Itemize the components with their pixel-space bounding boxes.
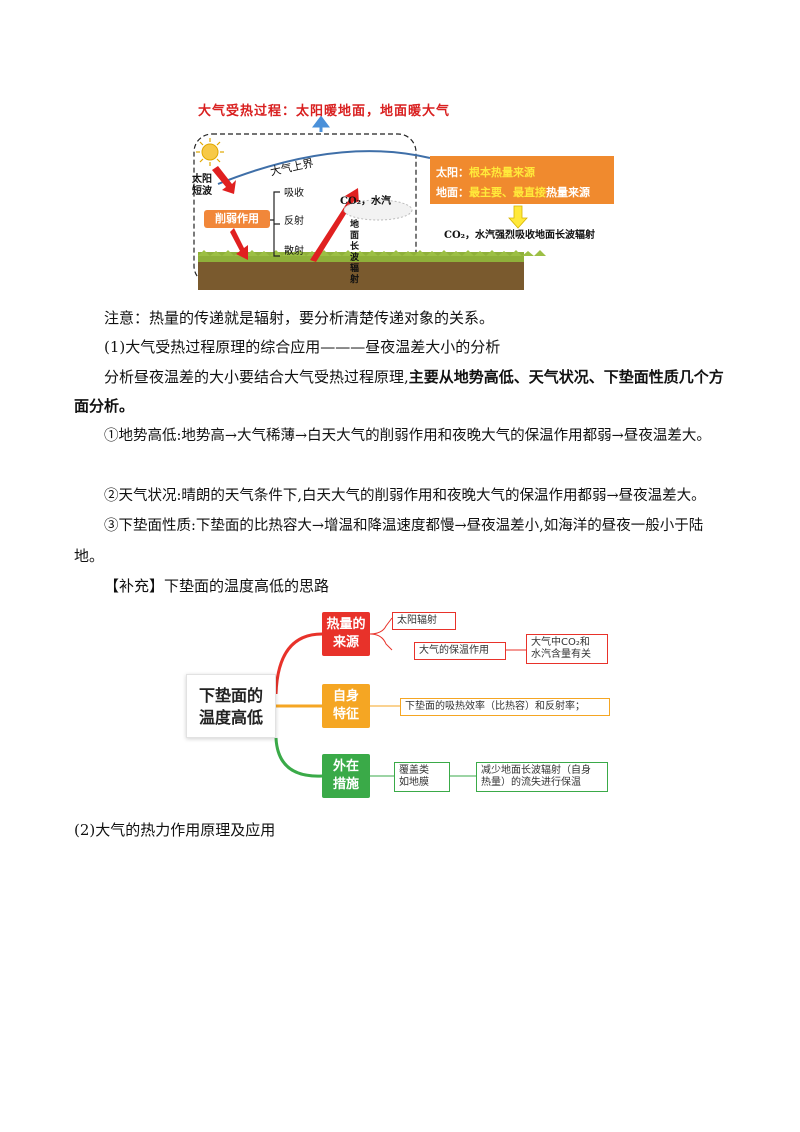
solar-label: 太阳短波 [192,174,212,197]
weakening-box: 削弱作用 [204,210,270,228]
category-external-measure: 外在措施 [322,754,370,798]
branch-absorb: 吸收 [284,188,304,199]
diagram-title: 大气受热过程：太阳暖地面，地面暖大气 [198,104,451,119]
branch-scatter: 散射 [284,246,304,257]
ground-longwave-label: 地面长波辐射 [350,220,360,285]
item-1: ①地势高低:地势高→大气稀薄→白天大气的削弱作用和夜晚大气的保温作用都弱→昼夜温… [104,428,711,444]
co2-label: CO₂，水汽 [340,196,392,207]
leaf-insulation: 大气的保温作用 [414,642,506,660]
item-2: ②天气状况:晴朗的天气条件下,白天大气的削弱作用和夜晚大气的保温作用都弱→昼夜温… [104,488,706,504]
upper-atmosphere-curve [217,150,431,185]
section2-title: (2)大气的热力作用原理及应用 [74,821,276,839]
leaf-cover: 覆盖类如地膜 [394,762,450,792]
sun-icon [196,138,224,166]
center-node: 下垫面的 温度高低 [186,674,276,738]
branch-reflect: 反射 [284,216,304,227]
mind-map-connectors [274,617,526,778]
grass [198,252,524,262]
heat-source-box: 太阳：根本热量来源 地面：最主要、最直接热量来源 [430,156,614,204]
category-self-feature: 自身特征 [322,684,370,728]
leaf-reduce-radiation: 减少地面长波辐射（自身热量）的流失进行保温 [476,762,608,792]
category-heat-source: 热量的来源 [322,612,370,656]
analysis-line-1: 分析昼夜温差的大小要结合大气受热过程原理,主要从地势高低、天气状况、下垫面性质几… [104,368,724,386]
analysis-line-2: 面分析。 [74,397,135,415]
yellow-arrow-icon [508,205,528,229]
leaf-solar-radiation: 太阳辐射 [392,612,456,630]
leaf-absorb-efficiency: 下垫面的吸热效率（比热容）和反射率； [400,698,610,716]
note-paragraph: 注意：热量的传递就是辐射，要分析清楚传递对象的关系。 [104,309,495,327]
supplement-title: 【补充】下垫面的温度高低的思路 [104,577,330,595]
diagram-graphics [193,115,546,290]
item-3-line-1: ③下垫面性质:下垫面的比热容大→增温和降温速度都慢→昼夜温差小,如海洋的昼夜一般… [104,518,704,534]
solar-arrow-icon [212,166,236,194]
cloud-icon [343,199,413,221]
section1-title: (1)大气受热过程原理的综合应用———昼夜温差大小的分析 [104,338,501,356]
sun-line: 太阳：根本热量来源 [436,166,535,179]
atmosphere-heating-diagram: 大气受热过程：太阳暖地面，地面暖大气 大气上界 太阳短波 削弱作用 吸收 反射 … [188,96,618,294]
down-arrow-icon [230,228,248,260]
up-arrow-icon [312,115,330,132]
leaf-co2: 大气中CO₂和水汽含量有关 [526,634,608,664]
co2-absorb-label: CO₂，水汽强烈吸收地面长波辐射 [444,230,596,241]
ground-line: 地面：最主要、最直接热量来源 [436,186,590,199]
item-3-line-2: 地。 [74,547,105,565]
mind-map: 下垫面的 温度高低 热量的来源 自身特征 外在措施 太阳辐射 大气的保温作用 大… [186,604,616,804]
